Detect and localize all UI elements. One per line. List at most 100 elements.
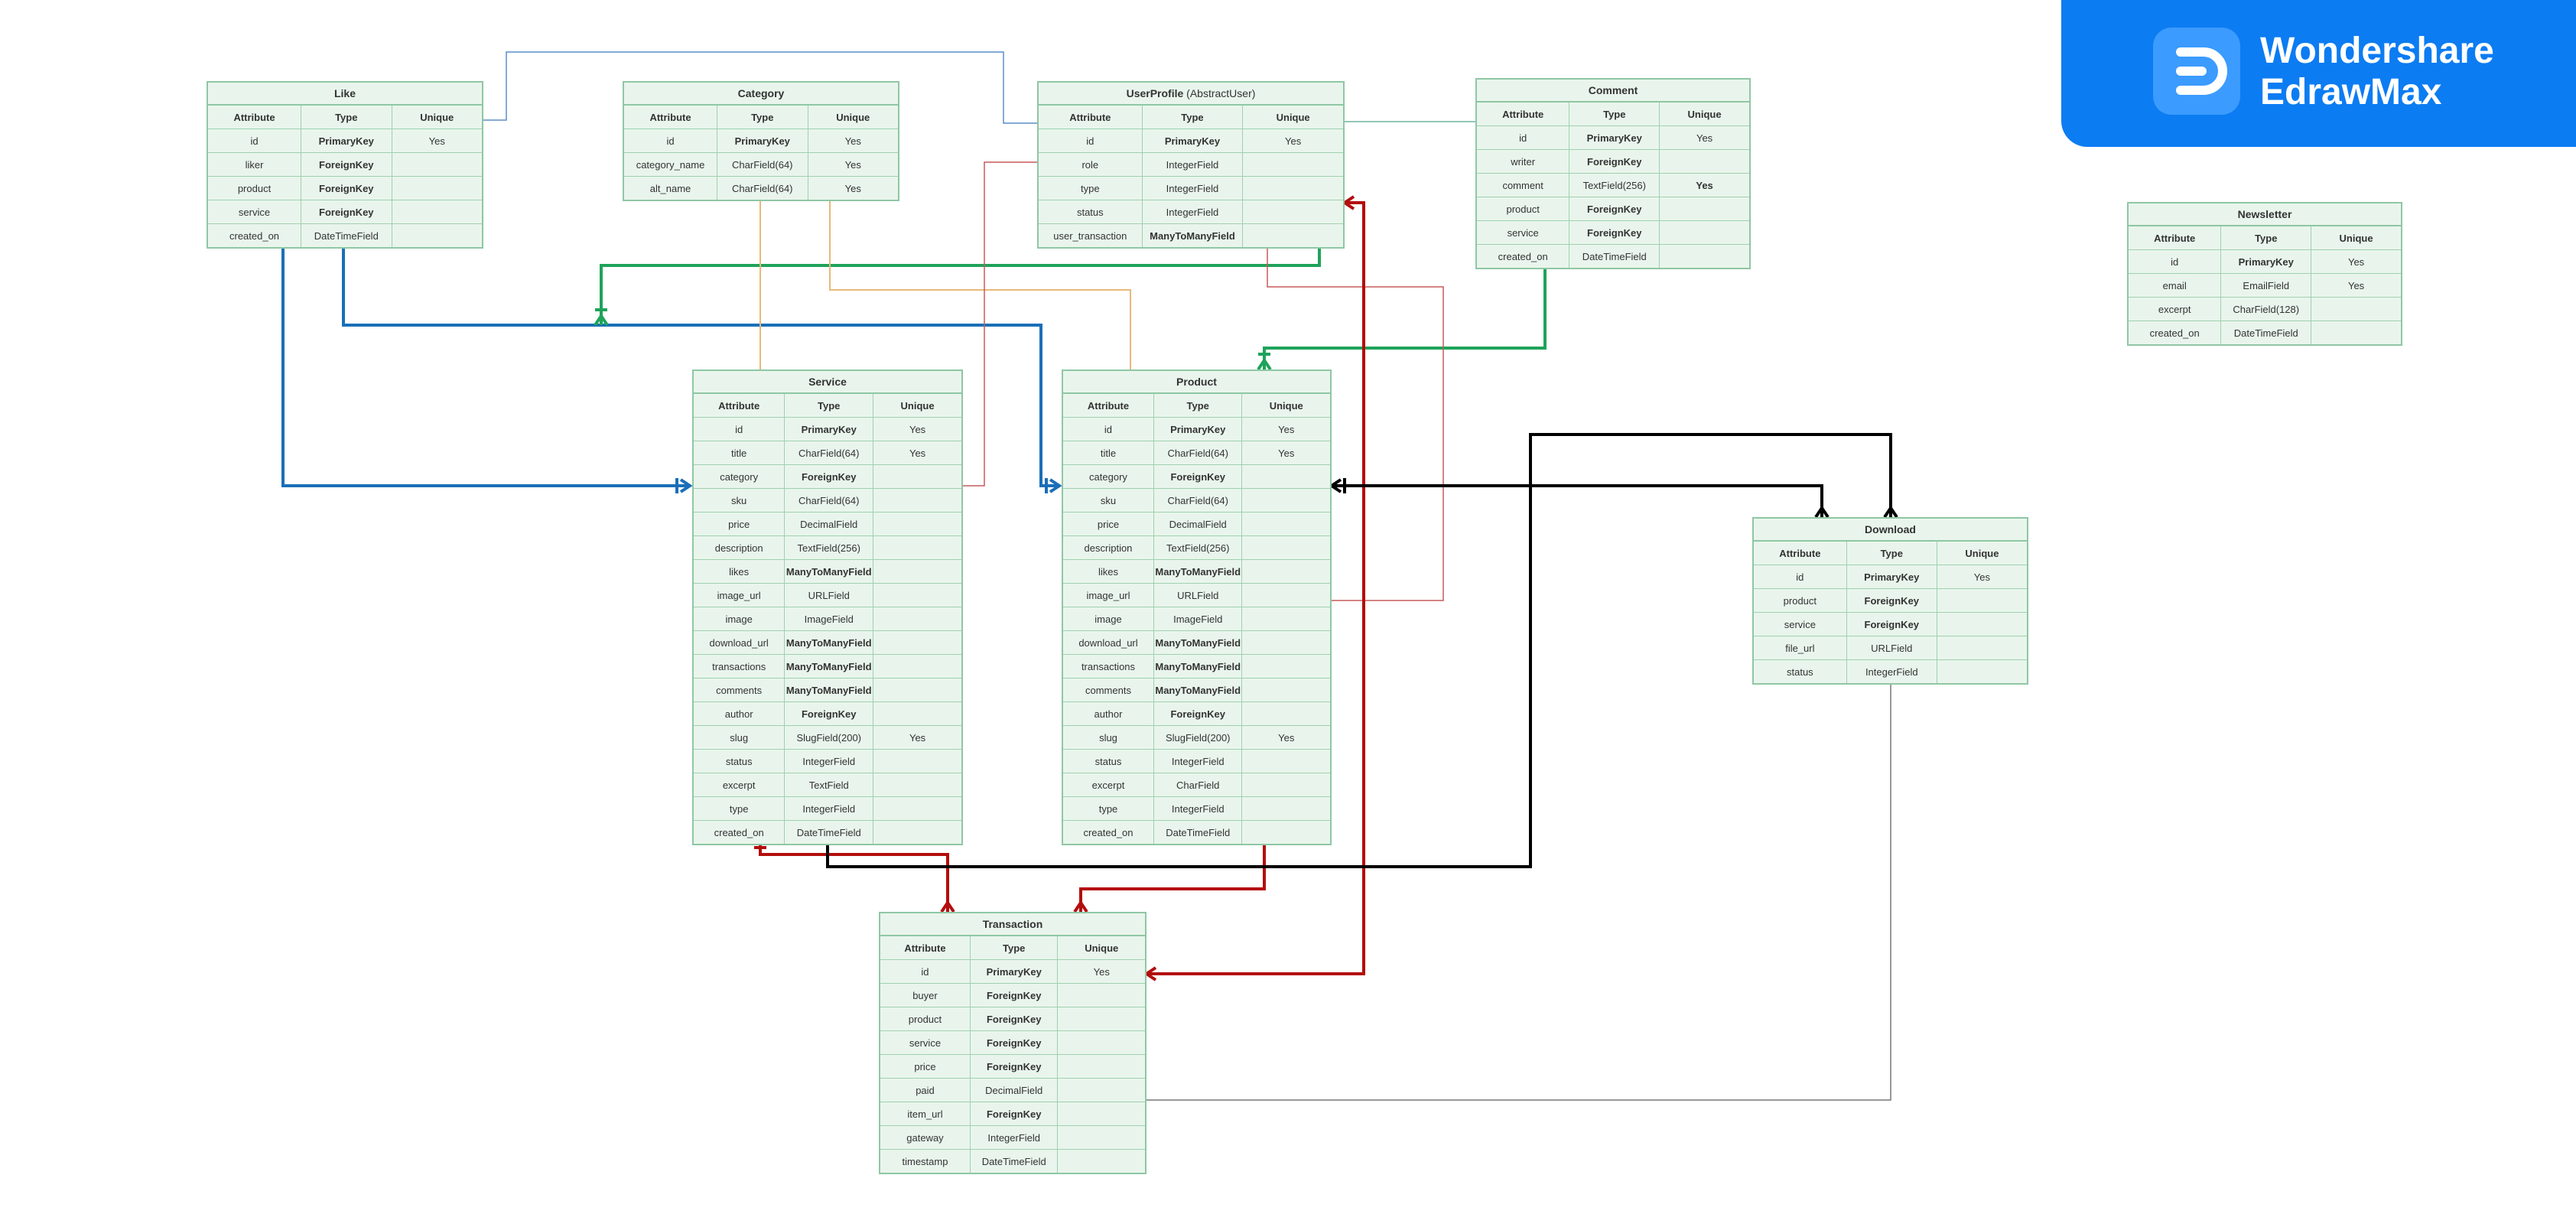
attribute-name-cell: excerpt — [1063, 773, 1154, 796]
attribute-name-cell: transactions — [694, 655, 785, 678]
entity-title: Comment — [1477, 80, 1749, 103]
attribute-unique-cell — [392, 224, 482, 247]
attribute-unique-cell: Yes — [844, 182, 861, 194]
attribute-type-cell: PrimaryKey — [717, 129, 808, 152]
header-cell-attribute: Attribute — [1063, 394, 1154, 417]
attribute-unique-cell: Yes — [844, 158, 861, 171]
connector-comment-product — [1263, 254, 1547, 369]
header-cell-type: Type — [2221, 226, 2312, 249]
attribute-unique-cell — [1058, 1079, 1145, 1102]
attribute-type-cell: ManyToManyField — [785, 631, 874, 654]
attribute-type-cell: ManyToManyField — [1154, 631, 1243, 654]
attribute-unique-cell — [1937, 589, 2027, 612]
attribute-name-cell: id — [880, 960, 971, 983]
header-cell-attribute: Attribute — [2129, 226, 2222, 249]
entity-title-text: Like — [333, 87, 356, 99]
attribute-unique-cell — [1242, 513, 1330, 535]
